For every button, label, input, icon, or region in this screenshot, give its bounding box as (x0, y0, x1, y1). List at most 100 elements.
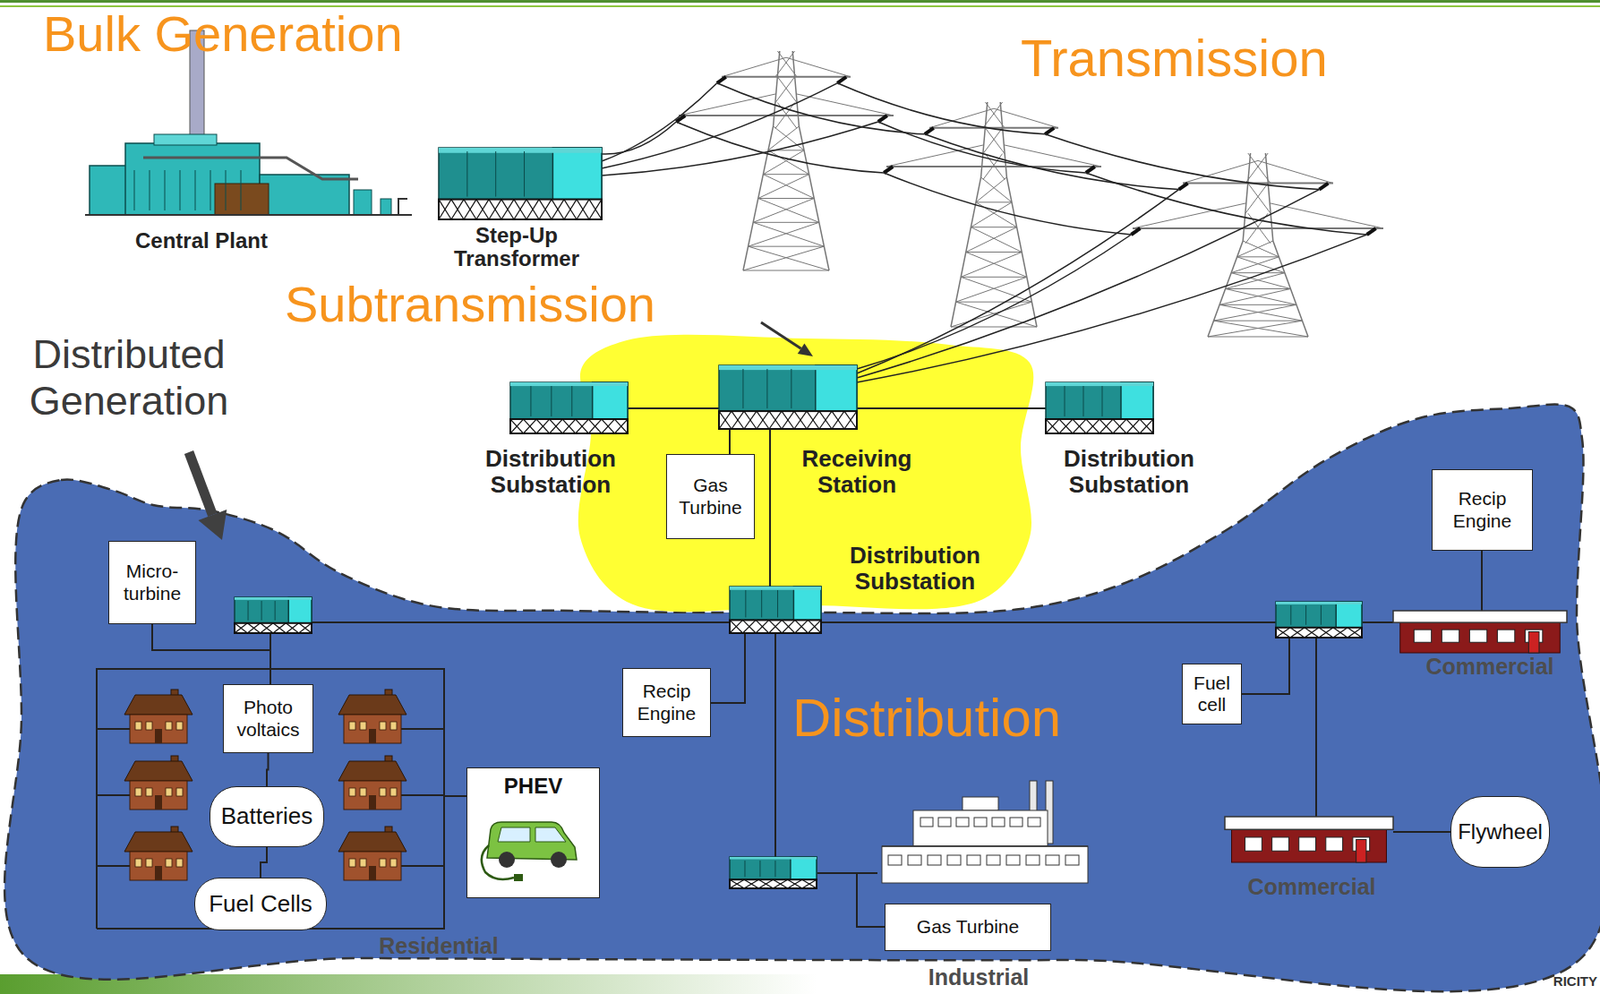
base-hatch (781, 619, 796, 634)
base-hatch (769, 410, 782, 429)
base-hatch (575, 419, 590, 434)
generator-box: Gas Turbine (884, 903, 1052, 951)
tower-arm (678, 114, 894, 117)
base-hatch (1304, 627, 1319, 638)
transformer-rib (1102, 385, 1104, 417)
part-label: Central Plant (102, 229, 300, 253)
tower-brace (762, 173, 809, 175)
plant-unit (398, 198, 408, 215)
base-hatch (549, 419, 564, 434)
base-hatch (831, 410, 845, 429)
tower-brace (1225, 288, 1292, 290)
factory-block (881, 846, 1088, 883)
house-window (359, 787, 367, 796)
tower-brace (1214, 320, 1309, 337)
tower-brace (966, 227, 1018, 253)
node-text: PHEV (504, 773, 563, 799)
transformer-body (510, 382, 628, 420)
base-hatch (795, 619, 809, 634)
part-label: Receiving Station (785, 445, 929, 498)
base-hatch (756, 410, 770, 429)
base-hatch (819, 410, 832, 429)
base-hatch (1059, 419, 1073, 434)
house-window (135, 787, 142, 796)
house-window (145, 787, 153, 796)
insulator (1318, 183, 1328, 190)
generator-box: Gas Turbine (666, 453, 755, 540)
transformer-rib (761, 590, 762, 617)
transformer-rib (466, 151, 468, 197)
plant-window (240, 170, 242, 211)
transformer-panel (790, 856, 817, 880)
part-label: Commercial (1226, 874, 1397, 900)
transformer-base (438, 199, 602, 220)
tower-brace (758, 198, 820, 223)
power-line (883, 172, 1131, 235)
generator-box: Photo voltaics (222, 684, 314, 753)
building-window (1272, 837, 1290, 851)
house-window (165, 787, 172, 796)
factory-window (992, 817, 1005, 827)
base-hatch (451, 199, 464, 220)
transformer-body (438, 147, 602, 200)
power-line (856, 234, 1368, 383)
house-window (176, 858, 183, 867)
base-hatch (564, 199, 577, 220)
wire (401, 864, 445, 867)
base-hatch (729, 619, 744, 634)
connector-line (260, 847, 267, 878)
base-hatch (718, 410, 732, 429)
generator-box: Recip Engine (622, 667, 711, 737)
logo-text: RICITY (1522, 974, 1598, 990)
base-hatch (463, 199, 477, 220)
base-hatch (273, 623, 286, 634)
tower-brace (1237, 256, 1285, 274)
base-hatch (438, 199, 452, 220)
base-hatch (247, 623, 260, 634)
building-wall (1400, 618, 1560, 653)
base-hatch (451, 199, 464, 220)
tower-brace (1225, 289, 1297, 306)
tower-arm (929, 108, 1059, 129)
transformer-base (729, 619, 822, 634)
tower-brace (775, 77, 796, 103)
base-hatch (743, 619, 757, 634)
base-hatch (729, 619, 744, 634)
callout-arrow (761, 322, 802, 349)
transformer-top (510, 382, 628, 386)
base-hatch (787, 879, 803, 889)
base-hatch (1290, 627, 1305, 638)
transformer-base (729, 879, 817, 889)
base-hatch (758, 879, 773, 889)
plant-unit (353, 189, 372, 215)
power-line (601, 83, 838, 169)
vehicle-wheel (550, 851, 567, 868)
house-roof (338, 831, 407, 852)
building-window (1469, 629, 1487, 642)
tower-brace (970, 227, 1022, 253)
base-hatch (488, 199, 502, 220)
tower-brace (1245, 183, 1268, 214)
base-hatch (744, 879, 759, 889)
node-text: Micro-turbine (113, 560, 191, 604)
base-hatch (526, 199, 540, 220)
insulator (717, 77, 727, 84)
factory-window (956, 817, 969, 827)
tower-brace (1214, 304, 1297, 321)
transformer-top (1045, 382, 1154, 386)
vehicle-window (535, 827, 566, 842)
base-hatch (819, 410, 832, 429)
tower-brace (983, 102, 1003, 129)
building-roof (1224, 816, 1394, 830)
base-hatch (1347, 627, 1362, 638)
base-hatch (807, 619, 822, 634)
base-hatch (463, 199, 477, 220)
tower-brace (758, 197, 814, 199)
house-window (379, 721, 386, 730)
transformer-rib (495, 151, 497, 197)
base-hatch (260, 623, 274, 634)
base-hatch (285, 623, 299, 634)
factory-window (920, 817, 933, 827)
base-hatch (756, 410, 770, 429)
transformer-rib (744, 590, 746, 617)
